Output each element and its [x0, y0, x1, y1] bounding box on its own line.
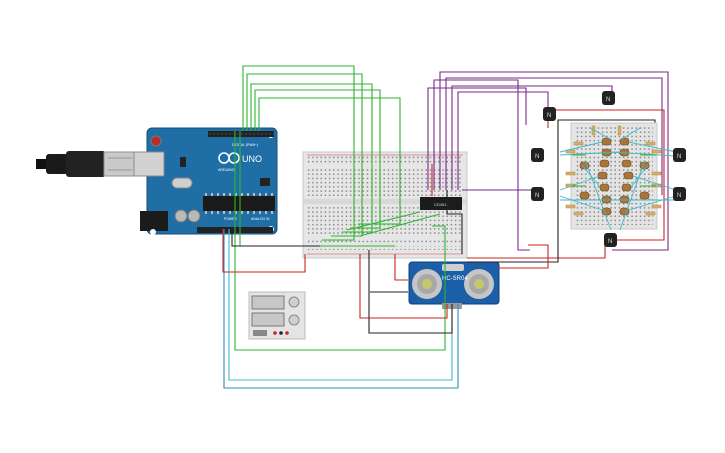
wire-purple-2	[433, 79, 519, 190]
wire-cyan-1	[228, 229, 453, 381]
wire-black-2	[368, 250, 453, 334]
svg-text:N: N	[677, 193, 681, 199]
power-pins-label: POWER	[224, 217, 237, 221]
decoder-chip-label: CD4511	[434, 202, 449, 207]
led	[601, 137, 612, 146]
wire-green-3	[250, 83, 373, 233]
wire-green-7	[234, 131, 446, 351]
transistor-top-center: N	[602, 91, 615, 105]
svg-text:N: N	[535, 154, 539, 160]
led	[639, 191, 650, 200]
led-jumpers	[559, 127, 677, 231]
usb-cable	[36, 151, 135, 177]
digital-pins-label: DIGITAL (PWM~)	[232, 143, 258, 147]
wire-purple-1	[427, 87, 527, 190]
wire-purple-6	[457, 91, 549, 190]
svg-text:N: N	[608, 239, 612, 245]
wire-green-5	[258, 97, 401, 225]
crystal-oscillator	[171, 177, 193, 189]
transistor-bottom-center: N	[604, 233, 617, 247]
wire-green-4	[254, 89, 381, 229]
wire-green-9	[359, 213, 441, 237]
wire-blue-1	[223, 229, 459, 389]
arduino-brand-label: ARDUINO	[218, 168, 235, 172]
led	[579, 191, 590, 200]
led	[599, 183, 610, 192]
led	[601, 195, 612, 204]
usb-port	[133, 151, 165, 177]
wire-black-1	[231, 229, 320, 247]
wire-red-3	[394, 254, 408, 281]
wire-purple-8	[517, 150, 530, 251]
wire-purple-9	[612, 160, 669, 251]
transistor-left-2: N	[531, 187, 544, 201]
led	[619, 207, 630, 216]
arduino-logo: UNO ARDUINO	[218, 152, 262, 172]
wire-red-2	[359, 254, 448, 319]
wire-purple-7	[462, 189, 539, 195]
resistors	[565, 125, 662, 216]
analog-pins-label: ANALOG IN	[251, 217, 270, 221]
wire-red-6	[498, 244, 549, 269]
wire-green-1	[242, 65, 355, 241]
transistor-top-left: N	[543, 107, 556, 121]
transistor-right-1: N	[673, 148, 686, 162]
sensor-label: HC-SR04	[442, 276, 468, 282]
svg-text:N: N	[606, 97, 610, 103]
transistor-left-1: N	[531, 148, 544, 162]
atmega-chip	[203, 196, 275, 211]
wire-black-3	[446, 190, 463, 254]
led	[621, 183, 632, 192]
decoder-chip[interactable]: CD4511	[420, 197, 462, 210]
wire-green-2	[246, 73, 363, 237]
transistor-right-2: N	[673, 187, 686, 201]
led	[623, 171, 634, 180]
wire-green-8	[346, 211, 421, 231]
led-matrix	[579, 137, 650, 216]
led	[601, 207, 612, 216]
svg-text:N: N	[547, 113, 551, 119]
reset-button[interactable]	[150, 135, 162, 147]
wire-red-1	[222, 229, 306, 273]
arduino-uno-board[interactable]: UNO ARDUINO DIGITAL (PWM~) POWER ANALOG …	[133, 127, 278, 235]
svg-text:N: N	[535, 193, 539, 199]
transistors: N N N N N N N	[531, 91, 686, 247]
ultrasonic-sensor[interactable]: HC-SR04	[408, 261, 500, 309]
wire-purple-4	[445, 77, 663, 195]
led	[619, 195, 630, 204]
led	[621, 159, 632, 168]
power-supply-module[interactable]	[248, 291, 306, 340]
led	[599, 159, 610, 168]
led	[619, 137, 630, 146]
led-green-jumpers	[572, 154, 656, 187]
led-breadboard[interactable]	[570, 122, 658, 230]
svg-text:N: N	[677, 154, 681, 160]
led	[597, 171, 608, 180]
power-jack	[140, 211, 168, 231]
wire-purple-3	[439, 71, 669, 190]
arduino-model-label: UNO	[242, 154, 262, 164]
